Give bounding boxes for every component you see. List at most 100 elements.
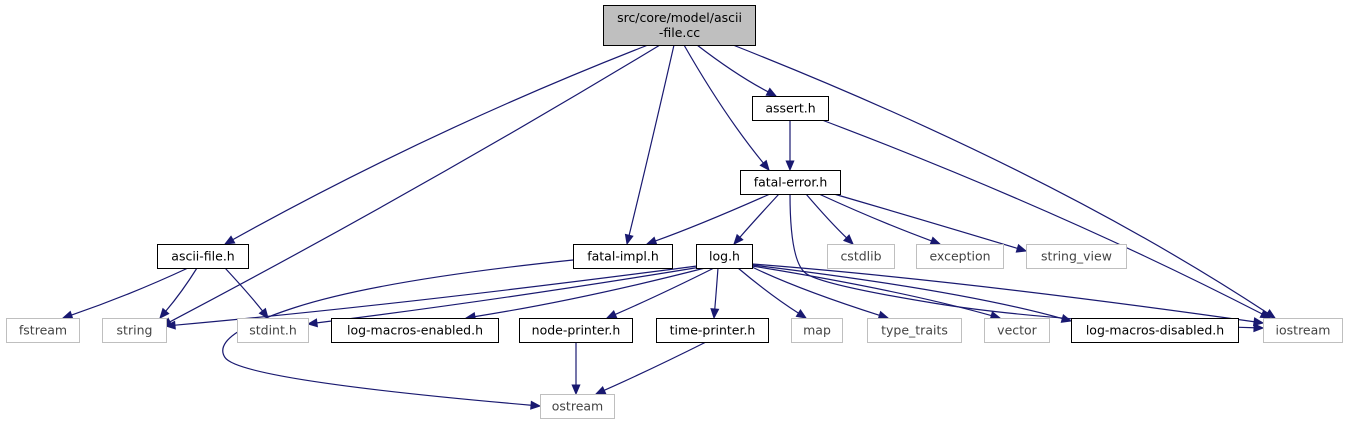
edge-arrowhead <box>164 320 176 330</box>
edge-assert-to-iostream <box>821 119 1272 319</box>
edge-arrowhead <box>1253 323 1265 333</box>
node-log-macros-enabled[interactable]: log-macros-enabled.h <box>331 318 499 343</box>
edge-arrowhead <box>624 233 634 246</box>
node-box <box>540 394 615 419</box>
edge-log-to-log-macros-enabled <box>464 267 706 322</box>
node-label: stdint.h <box>249 323 297 338</box>
edge-assert-to-fatal-error <box>785 120 795 172</box>
edge-line <box>833 193 1018 249</box>
nodes-layer: src/core/model/ascii-file.cc assert.h fata… <box>6 5 1343 419</box>
node-label: type_traits <box>881 323 948 338</box>
edge-arrowhead <box>710 308 720 320</box>
node-box[interactable] <box>1071 318 1239 343</box>
node-label: ostream <box>552 399 603 414</box>
edge-line <box>696 44 769 93</box>
node-label: -file.cc <box>659 25 700 40</box>
node-log[interactable]: log.h <box>696 244 753 269</box>
node-box <box>827 244 895 269</box>
node-box <box>916 244 1004 269</box>
node-label: assert.h <box>765 101 815 116</box>
node-iostream: iostream <box>1263 318 1343 343</box>
edge-arrowhead <box>159 307 170 319</box>
node-label: fstream <box>19 323 67 338</box>
edge-arrowhead <box>795 309 808 319</box>
edge-arrowhead <box>1252 317 1265 327</box>
node-label: log-macros-enabled.h <box>347 323 483 338</box>
node-box[interactable] <box>656 318 769 343</box>
edge-arrowhead <box>877 310 890 320</box>
node-label: map <box>803 323 831 338</box>
edge-line <box>174 265 698 326</box>
node-time-printer[interactable]: time-printer.h <box>656 318 769 343</box>
node-vector: vector <box>984 318 1050 343</box>
node-box[interactable] <box>157 244 249 269</box>
edge-arrowhead <box>733 233 744 245</box>
node-ascii-file-h[interactable]: ascii-file.h <box>157 244 249 269</box>
edge-line <box>818 193 932 242</box>
edge-line <box>655 193 771 242</box>
edge-line <box>737 267 799 314</box>
edge-line <box>751 265 992 317</box>
edge-line <box>821 119 1263 315</box>
node-ostream: ostream <box>540 394 615 419</box>
node-fatal-error[interactable]: fatal-error.h <box>740 170 841 195</box>
edge-arrowhead <box>594 385 607 395</box>
edge-line <box>805 193 847 239</box>
edge-arrowhead <box>61 310 74 320</box>
edge-log-to-node-printer <box>605 267 715 319</box>
node-label: ascii-file.h <box>171 249 234 264</box>
edge-line <box>714 267 719 310</box>
edge-arrowhead <box>530 400 542 410</box>
node-log-macros-disabled[interactable]: log-macros-disabled.h <box>1071 318 1239 343</box>
node-box <box>867 318 962 343</box>
node-box[interactable] <box>740 170 841 195</box>
node-box[interactable] <box>603 5 756 46</box>
edge-line <box>751 263 1255 323</box>
node-box[interactable] <box>573 244 673 269</box>
node-label: cstdlib <box>840 249 881 264</box>
edge-arrowhead <box>1060 314 1073 323</box>
node-box <box>237 318 309 343</box>
node-box <box>1263 318 1343 343</box>
edge-arrowhead <box>929 236 942 246</box>
edge-arrowhead <box>842 234 854 245</box>
edge-root-to-fatal-impl <box>624 44 675 246</box>
edge-line <box>732 44 1268 314</box>
edge-node-printer-to-ostream <box>571 342 581 396</box>
node-box[interactable] <box>696 244 753 269</box>
node-box[interactable] <box>752 96 829 121</box>
node-map: map <box>791 318 843 343</box>
edge-log-to-vector <box>751 265 1002 320</box>
node-string: string <box>102 318 167 343</box>
node-label: string <box>117 323 153 338</box>
edge-log-to-iostream <box>751 263 1265 327</box>
edge-ascii-file-h-to-stdint <box>224 267 269 320</box>
node-label: src/core/model/ascii <box>617 10 742 25</box>
edge-fatal-error-to-string-view <box>833 193 1028 253</box>
node-type-traits: type_traits <box>867 318 962 343</box>
edge-line <box>71 267 189 316</box>
edge-fatal-impl-to-ostream <box>222 259 574 410</box>
node-box[interactable] <box>331 318 499 343</box>
edge-arrowhead <box>306 318 318 328</box>
edge-arrowhead <box>605 310 618 319</box>
edge-line <box>169 44 661 323</box>
node-root[interactable]: src/core/model/ascii-file.cc <box>603 5 756 46</box>
node-fatal-impl[interactable]: fatal-impl.h <box>573 244 673 269</box>
node-box[interactable] <box>519 318 633 343</box>
node-assert[interactable]: assert.h <box>752 96 829 121</box>
node-box <box>984 318 1050 343</box>
edge-fatal-error-to-fatal-impl <box>645 193 771 246</box>
edge-line <box>316 266 702 324</box>
node-label: exception <box>929 249 990 264</box>
edge-arrowhead <box>1259 309 1272 319</box>
node-node-printer[interactable]: node-printer.h <box>519 318 633 343</box>
node-label: log.h <box>709 249 740 264</box>
edge-line <box>603 341 707 391</box>
edge-arrowhead <box>223 235 236 245</box>
edge-line <box>165 267 198 312</box>
edge-root-to-assert <box>696 44 778 97</box>
edge-line <box>615 267 715 315</box>
node-box <box>791 318 843 343</box>
